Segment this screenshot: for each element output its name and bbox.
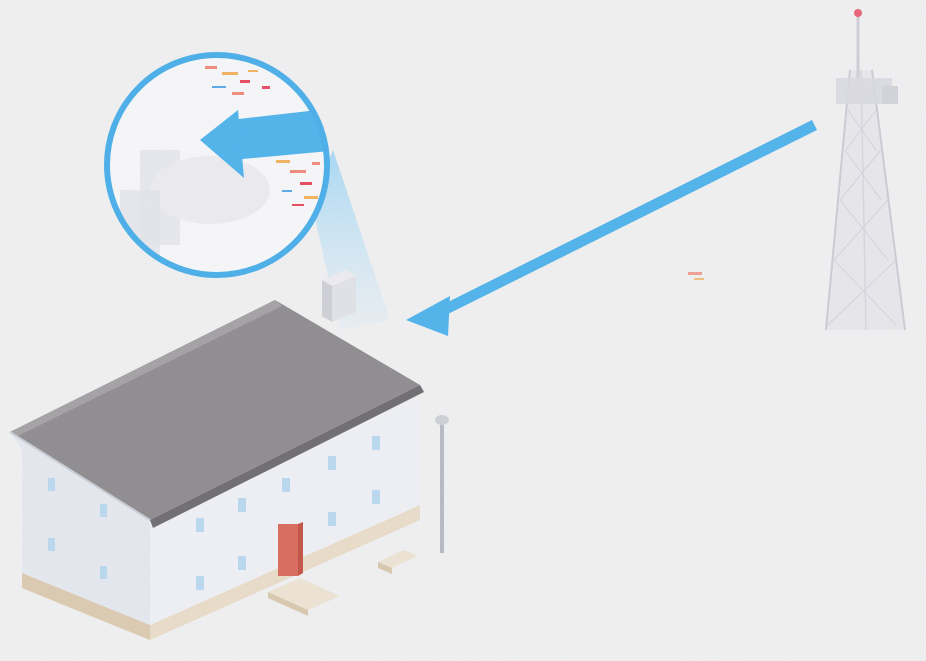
tower-beacon xyxy=(854,9,862,17)
building-door xyxy=(278,524,298,576)
